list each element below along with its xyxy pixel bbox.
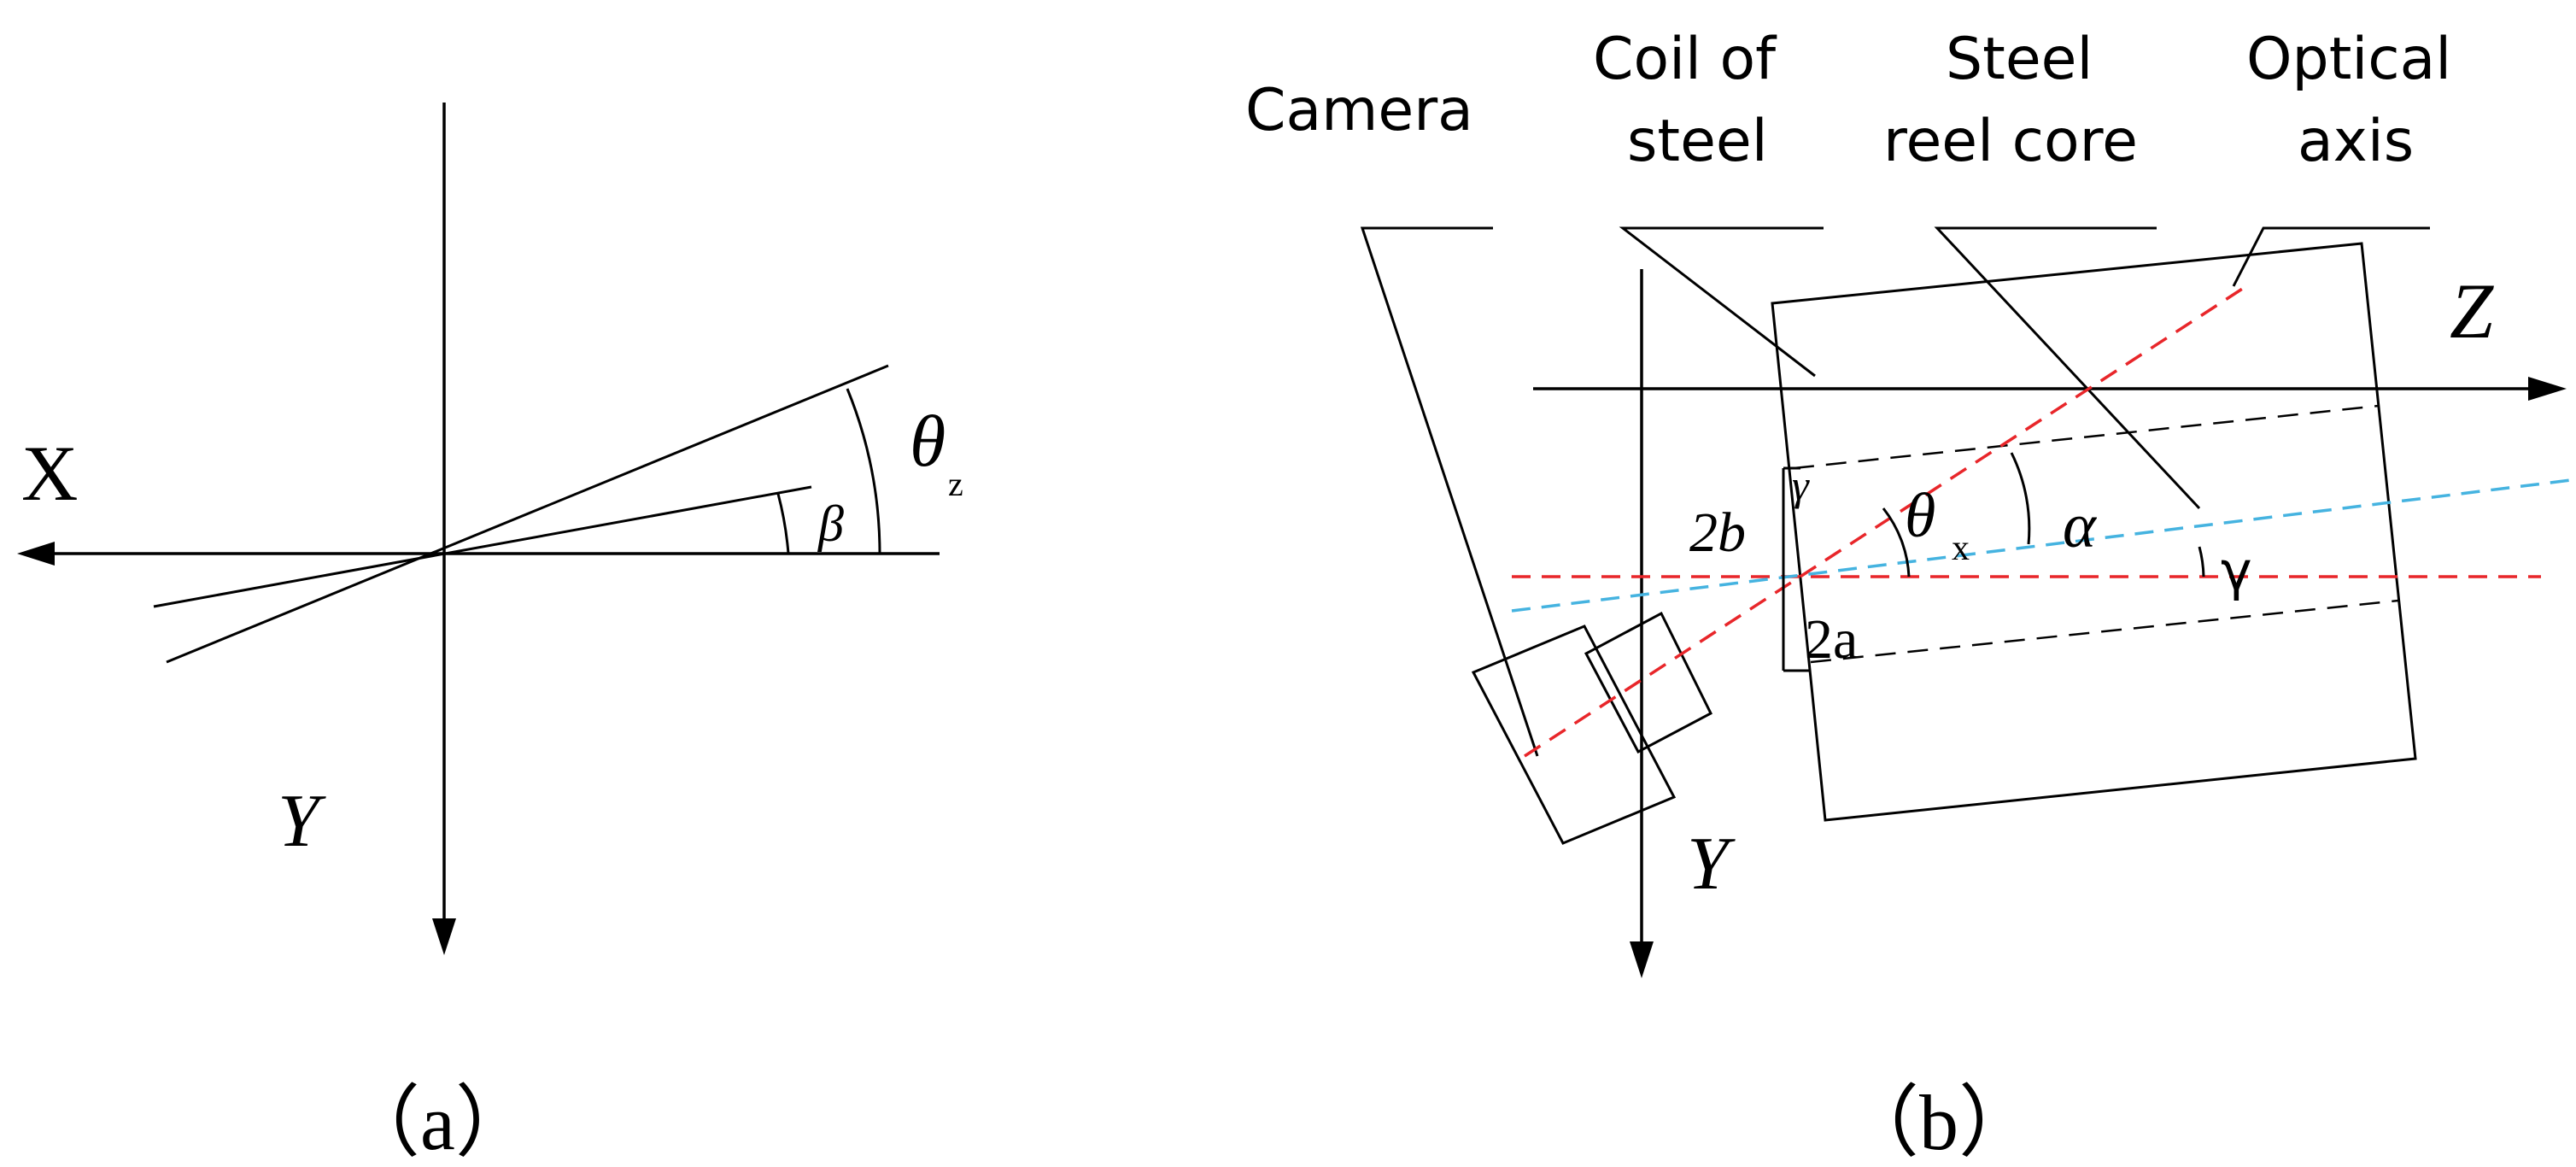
label-core-line1: Steel [1946,26,2093,93]
label-coil-line1: Coil of [1593,26,1777,93]
label-optical-line2: axis [2298,108,2414,175]
panel-b-z-arrowhead [2528,377,2567,401]
panel-b: Camera Coil of steel Steel reel core Opt… [1245,26,2572,1166]
arc-gamma-right [2198,546,2205,578]
panel-b-alpha-label: α [2063,491,2098,561]
panel-b-y-label: Y [1687,823,1736,906]
panel-a: X Y θ z β （a） [17,103,963,1166]
panel-b-z-label: Z [2450,267,2494,355]
panel-a-y-label: Y [278,780,326,863]
panel-a-caption: （a） [342,1079,534,1166]
arc-theta-x [1882,507,1911,578]
panel-a-x-arrowhead [17,542,55,566]
optical-axis-line [1524,284,2247,758]
panel-b-theta-label: θ [1905,481,1935,551]
panel-a-ray-beta [153,485,812,608]
camera-lens [1584,611,1712,754]
core-dashed-top [1793,404,2380,470]
panel-b-gamma-top-label: γ [1792,461,1810,509]
panel-a-x-label: X [21,430,78,517]
panel-b-y-arrowhead [1630,941,1654,978]
dim-2a-label: 2a [1805,608,1858,671]
label-coil-line2: steel [1627,108,1768,175]
label-camera: Camera [1245,77,1473,144]
label-core-line2: reel core [1883,108,2138,175]
camera-body [1471,625,1677,845]
cyan-line [1511,478,2572,613]
panel-b-caption: （b） [1841,1079,2037,1166]
label-optical-line1: Optical [2246,26,2451,93]
panel-b-theta-subscript: x [1952,529,1970,568]
panel-a-beta-label: β [817,496,844,552]
panel-a-theta-subscript: z [948,465,963,503]
leader-core [1934,226,2201,510]
leader-coil [1619,226,1824,378]
panel-a-y-arrowhead [432,918,456,955]
leader-optical [2232,226,2430,287]
arc-alpha [2010,452,2031,545]
dim-2b-label: 2b [1689,501,1746,564]
panel-a-arc-beta [776,493,790,554]
leader-camera [1360,226,1539,757]
panel-a-ray-theta [166,364,889,664]
panel-b-gamma-right-label: γ [2221,540,2252,602]
core-dashed-bottom [1810,599,2399,664]
panel-a-arc-theta [846,388,881,554]
coil-of-steel-outline [1771,242,2417,822]
panel-a-theta-label: θ [910,400,946,482]
